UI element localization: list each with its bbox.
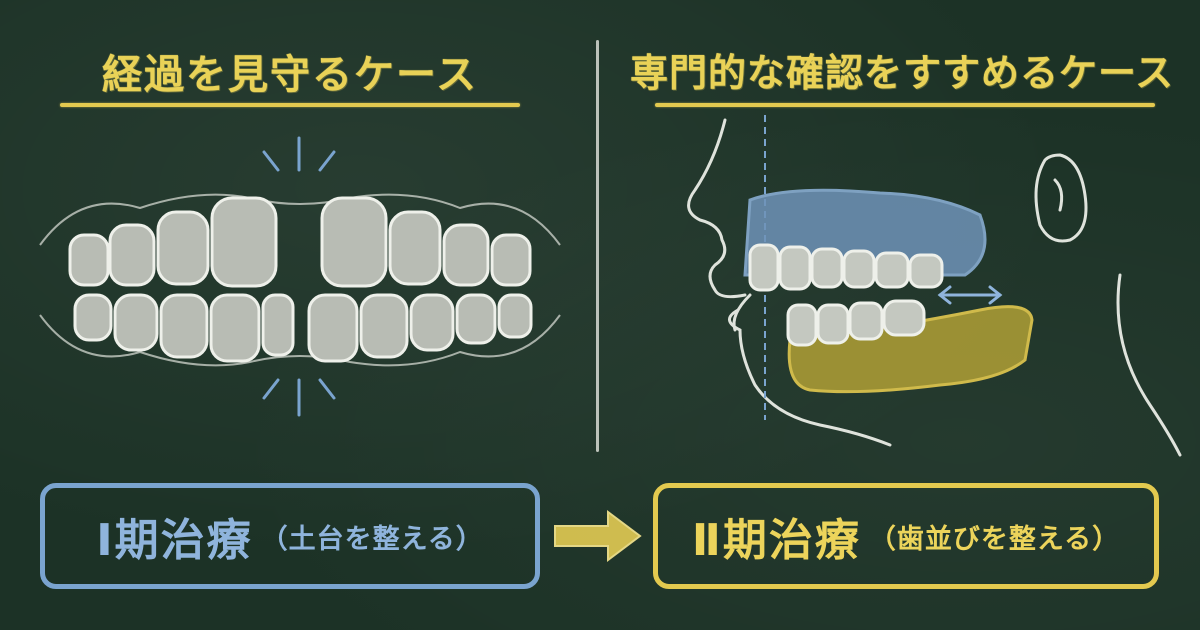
left-title-underline: [60, 103, 520, 107]
upper-teeth: [68, 196, 532, 288]
upper-profile-teeth: [748, 243, 944, 292]
stage2-description: （歯並びを整える）: [868, 523, 1121, 555]
side-profile-jaw-illustration: [687, 115, 1182, 457]
right-title-underline: [655, 103, 1155, 107]
stage1-name: Ⅰ期治療: [96, 515, 253, 566]
stage2-name: Ⅱ期治療: [691, 515, 861, 566]
gum-outline: [39, 193, 561, 367]
stage2-box: Ⅱ期治療 （歯並びを整える）: [653, 483, 1159, 589]
jaw-gap-arrow-icon: [937, 285, 1003, 305]
stage1-box: Ⅰ期治療 （土台を整える）: [40, 483, 540, 589]
lower-profile-teeth: [786, 299, 926, 347]
stage1-description: （土台を整える）: [260, 523, 484, 555]
panel-divider: [596, 40, 599, 452]
gap-highlight-icon: [262, 136, 336, 417]
right-panel-title: 専門的な確認をすすめるケース: [630, 51, 1175, 95]
face-profile-outline: [687, 118, 1182, 457]
front-teeth-gap-illustration: [39, 136, 561, 417]
left-panel-title: 経過を見守るケース: [102, 52, 478, 98]
right-arrow-icon: [554, 510, 642, 562]
lower-teeth: [73, 293, 533, 363]
